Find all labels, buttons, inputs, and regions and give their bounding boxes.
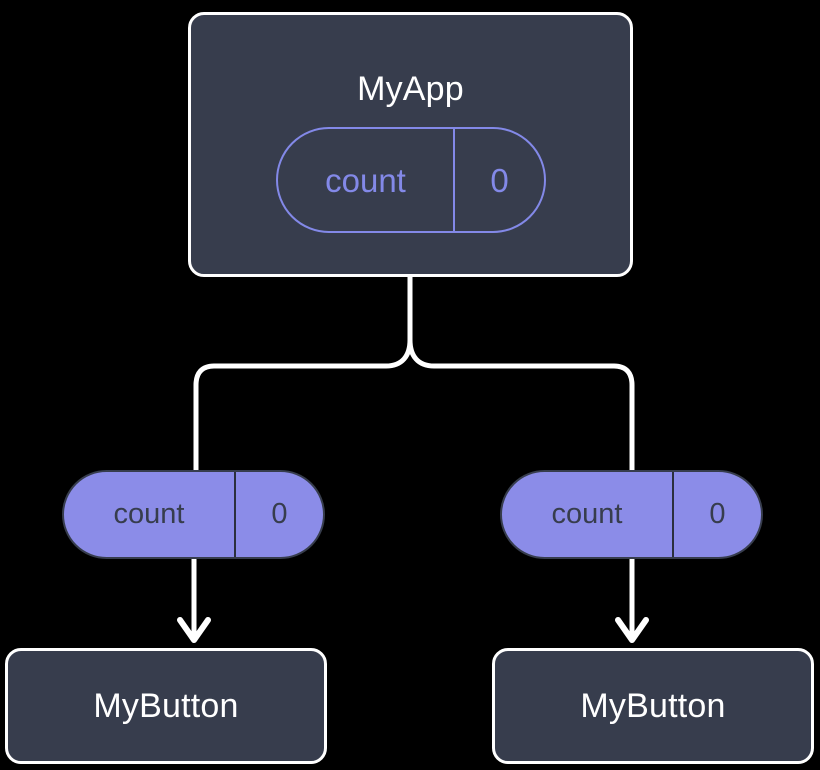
component-label-mybutton-left: MyButton: [93, 687, 239, 725]
component-node-mybutton-right[interactable]: MyButton: [492, 648, 814, 764]
prop-arrowhead-left: [177, 617, 211, 643]
prop-pill-right[interactable]: count 0: [500, 470, 763, 559]
fork-connector-left: [193, 337, 413, 493]
prop-pill-left-key: count: [64, 472, 236, 557]
state-pill-count[interactable]: count 0: [276, 127, 546, 233]
component-node-mybutton-left[interactable]: MyButton: [5, 648, 327, 764]
prop-arrowhead-right: [615, 617, 649, 643]
prop-pill-right-key: count: [502, 472, 674, 557]
prop-pill-left[interactable]: count 0: [62, 470, 325, 559]
state-pill-value: 0: [490, 161, 509, 199]
fork-connector: [407, 274, 635, 493]
prop-pill-right-value: 0: [709, 498, 726, 530]
state-pill-key: count: [278, 129, 455, 231]
component-label-mybutton-right: MyButton: [580, 687, 726, 725]
prop-pill-left-value: 0: [271, 498, 288, 530]
component-label-myapp: MyApp: [357, 70, 464, 108]
